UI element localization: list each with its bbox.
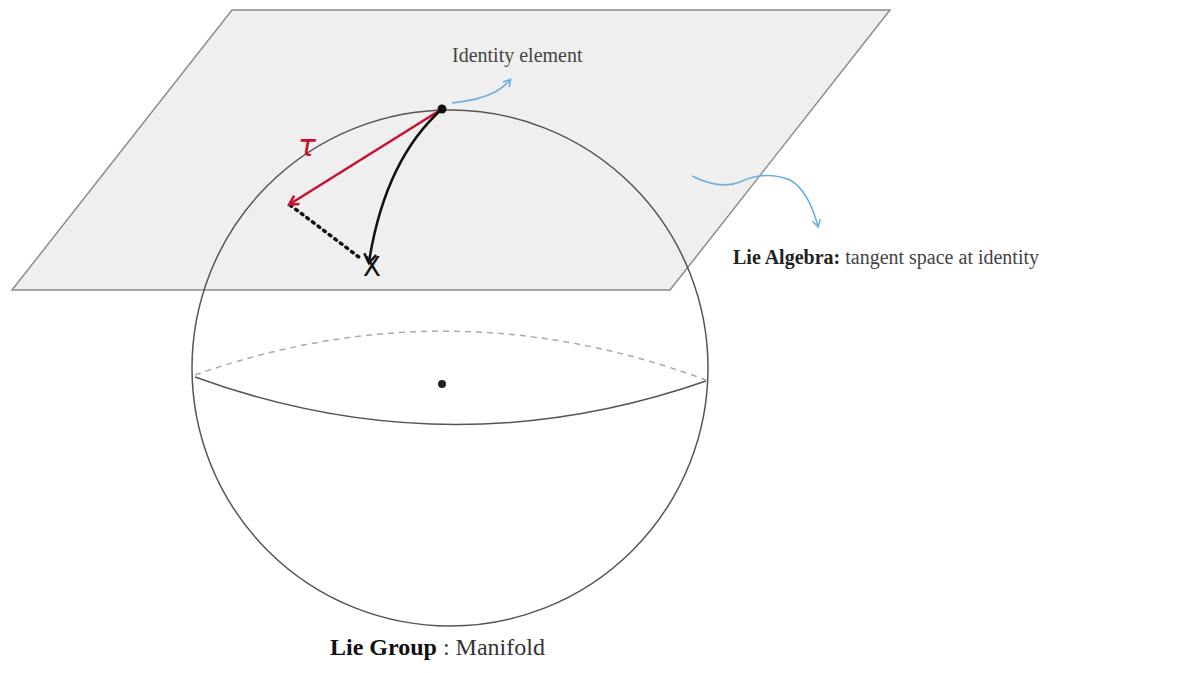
- text-label: : Manifold: [443, 634, 545, 661]
- exp-curve: [369, 109, 442, 262]
- identity-dot: [438, 105, 447, 114]
- leader-arrow: [452, 80, 510, 103]
- sphere: [192, 110, 708, 626]
- text-label: X: [363, 252, 381, 282]
- text-label: Identity element: [452, 44, 583, 67]
- label-row: Lie Group: Manifold: [330, 634, 545, 661]
- text-label: Lie Group: [330, 634, 437, 661]
- tangent-plane: [12, 10, 890, 290]
- label-row: Lie Algebra:tangent space at identity: [733, 246, 1039, 269]
- text-label: tangent space at identity: [845, 246, 1039, 269]
- text-label: Lie Algebra:: [733, 246, 840, 269]
- tau-vector: [290, 109, 442, 204]
- leader-arrow: [692, 175, 818, 226]
- dotted-link: [290, 205, 360, 258]
- center-dot: [438, 380, 446, 388]
- equator-front: [195, 377, 706, 425]
- text-label: τ: [298, 128, 316, 163]
- equator-back: [195, 331, 706, 380]
